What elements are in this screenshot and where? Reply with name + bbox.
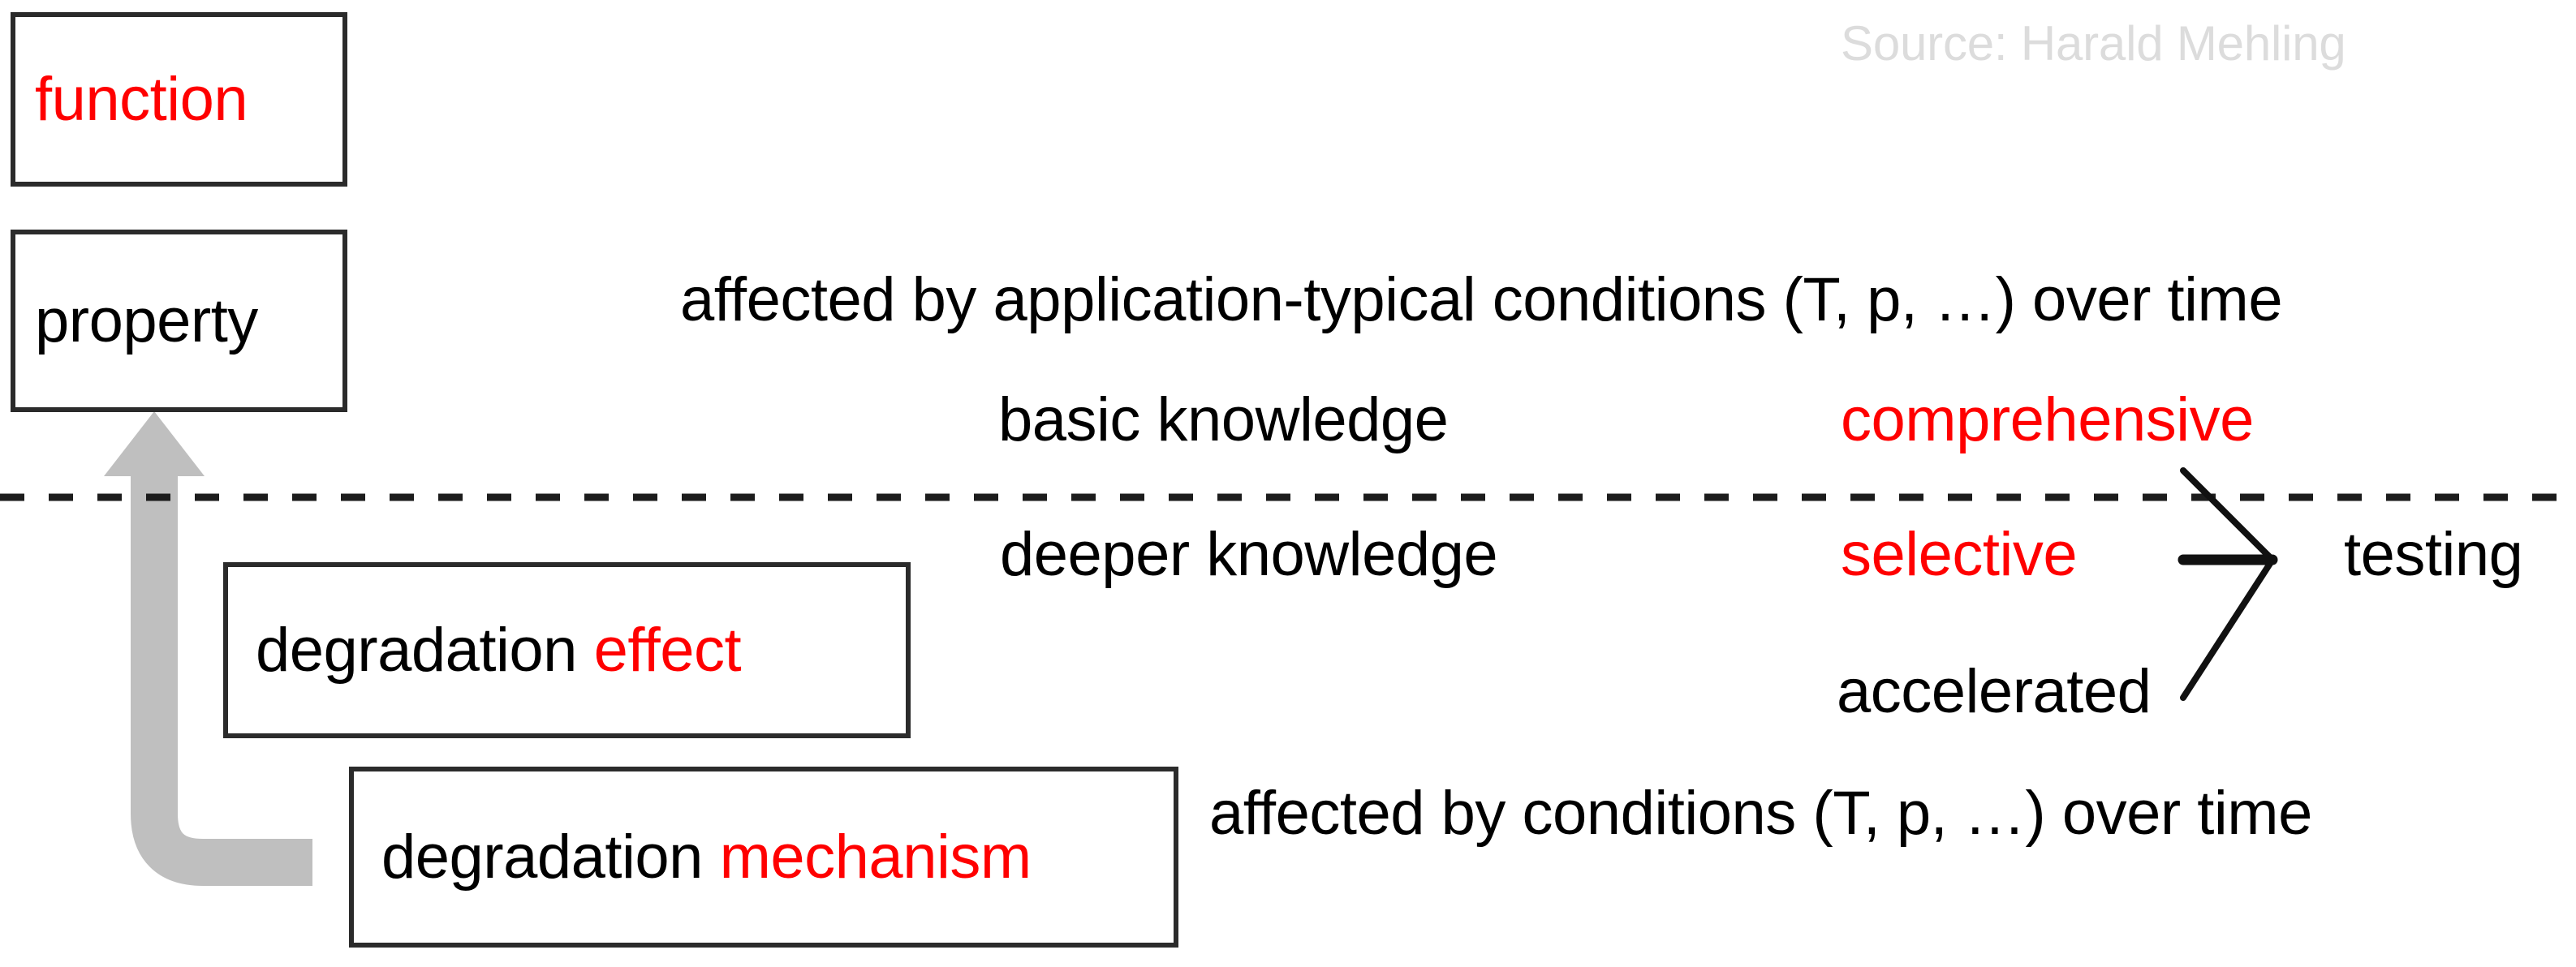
property-box[interactable]: property — [11, 230, 347, 412]
annotation-affected-by-conditions: affected by conditions (T, p, …) over ti… — [1209, 779, 2312, 848]
annotation-deeper-knowledge: deeper knowledge — [1000, 520, 1498, 589]
degradation-mechanism-label-red: mechanism — [719, 822, 1032, 892]
annotation-accelerated: accelerated — [1837, 657, 2152, 726]
degradation-mechanism-label: degradation mechanism — [381, 826, 1032, 888]
annotation-basic-knowledge: basic knowledge — [998, 385, 1449, 454]
source-credit: Source: Harald Mehling — [1841, 16, 2346, 71]
function-box[interactable]: function — [11, 12, 347, 187]
annotation-comprehensive: comprehensive — [1841, 385, 2254, 454]
property-box-label: property — [35, 290, 258, 352]
property-box-label-black: property — [35, 286, 258, 355]
degradation-mechanism-box[interactable]: degradation mechanism — [349, 767, 1178, 948]
degradation-effect-label-red: effect — [593, 615, 742, 685]
testing-brace-icon — [2178, 467, 2278, 701]
annotation-selective: selective — [1841, 520, 2078, 589]
degradation-mechanism-label-black: degradation — [381, 822, 720, 892]
annotation-affected-by-application-typical-conditions: affected by application-typical conditio… — [680, 265, 2283, 334]
degradation-effect-label: degradation effect — [256, 619, 742, 681]
function-box-label-red: function — [35, 64, 248, 134]
annotation-testing: testing — [2344, 520, 2523, 589]
degradation-effect-label-black: degradation — [256, 615, 594, 685]
function-box-label: function — [35, 68, 248, 131]
degradation-effect-box[interactable]: degradation effect — [223, 562, 911, 738]
